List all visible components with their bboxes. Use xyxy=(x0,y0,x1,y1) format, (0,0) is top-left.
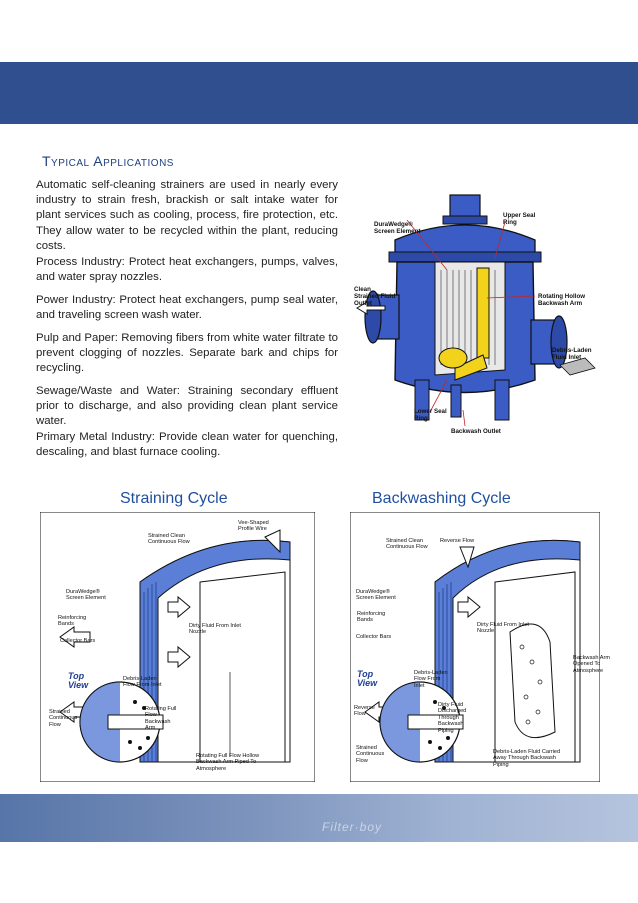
label-bw-backwash-arm: Backwash Arm Opened To Atmosphere xyxy=(573,655,610,674)
label-bw-reverse-flow-2: Reverse Flow xyxy=(354,705,375,718)
label-reinforcing-bands: Reinforcing Bands xyxy=(58,615,87,628)
label-strained-continuous-flow: Strained Continuous Flow xyxy=(49,709,78,728)
label-rotating-hollow-arm: Rotating Full Flow Hollow Backwash Arm P… xyxy=(196,753,260,772)
label-bw-strained-flow: Strained Continuous Flow xyxy=(356,745,385,764)
label-bw-dirty-fluid: Dirty Fluid From Inlet Nozzle xyxy=(477,622,529,635)
label-durawedge-screen: DuraWedge® Screen Element xyxy=(374,221,421,235)
label-durawedge-screen-straining: DuraWedge® Screen Element xyxy=(66,589,106,602)
label-backwash-outlet: Backwash Outlet xyxy=(451,428,501,435)
paragraph-process: Process Industry: Protect heat exchanger… xyxy=(36,256,338,284)
straining-cycle-diagram xyxy=(40,512,315,782)
backwashing-cycle-title: Backwashing Cycle xyxy=(372,490,511,507)
label-vee-shaped-wire: Vee-Shaped Profile Wire xyxy=(238,520,269,533)
strainer-cutaway-figure xyxy=(356,194,596,427)
bottom-footer-band xyxy=(0,794,638,842)
paragraph-pulp: Pulp and Paper: Removing fibers from whi… xyxy=(36,332,338,375)
label-clean-outlet: Clean Strained Fluid Outlet xyxy=(354,286,396,307)
paragraph-intro: Automatic self-cleaning strainers are us… xyxy=(36,179,338,252)
section-title: Typical Applications xyxy=(42,153,174,169)
label-top-view: Top View xyxy=(68,671,89,690)
straining-cycle-title: Straining Cycle xyxy=(120,490,228,507)
label-rotating-full-flow-arm: Rotating Full Flow Backwash Arm xyxy=(145,706,177,732)
label-bw-collector: Collector Bars xyxy=(356,634,392,640)
label-bw-top-view: Top View xyxy=(357,669,378,688)
label-bw-reinforcing: Reinforcing Bands xyxy=(357,611,386,624)
label-bw-debris-carried: Debris-Laden Fluid Carried Away Through … xyxy=(493,749,561,768)
label-bw-strained-clean: Strained Clean Continuous Flow xyxy=(386,538,428,551)
label-bw-durawedge: DuraWedge® Screen Element xyxy=(356,589,396,602)
label-debris-laden-flow: Debris-Laden Flow From Inlet xyxy=(123,676,162,689)
paragraph-power: Power Industry: Protect heat exchangers,… xyxy=(36,294,338,322)
label-debris-inlet: Debris-Laden Fluid Inlet xyxy=(552,347,592,361)
label-dirty-fluid-inlet: Dirty Fluid From Inlet Nozzle xyxy=(189,623,241,636)
paragraph-sewage: Sewage/Waste and Water: Straining second… xyxy=(36,385,338,428)
label-lower-seal-ring: Lower Seal Ring xyxy=(414,408,447,422)
label-bw-dirty-discharged: Dirty Fluid Discharged Through Backwash … xyxy=(438,702,467,734)
paragraph-metal: Primary Metal Industry: Provide clean wa… xyxy=(36,431,338,459)
label-bw-reverse-flow: Reverse Flow xyxy=(440,538,475,544)
label-strained-clean-flow: Strained Clean Continuous Flow xyxy=(148,533,190,546)
label-bw-debris-inlet: Debris-Laden Flow From Inlet xyxy=(414,670,448,689)
footer-logo: Filter·boy xyxy=(322,820,383,834)
top-header-band xyxy=(0,62,638,124)
label-rotating-arm: Rotating Hollow Backwash Arm xyxy=(538,293,586,307)
label-upper-seal-ring: Upper Seal Ring xyxy=(503,212,536,226)
label-collector-bars: Collector Bars xyxy=(60,638,96,644)
backwashing-cycle-diagram xyxy=(350,512,600,782)
